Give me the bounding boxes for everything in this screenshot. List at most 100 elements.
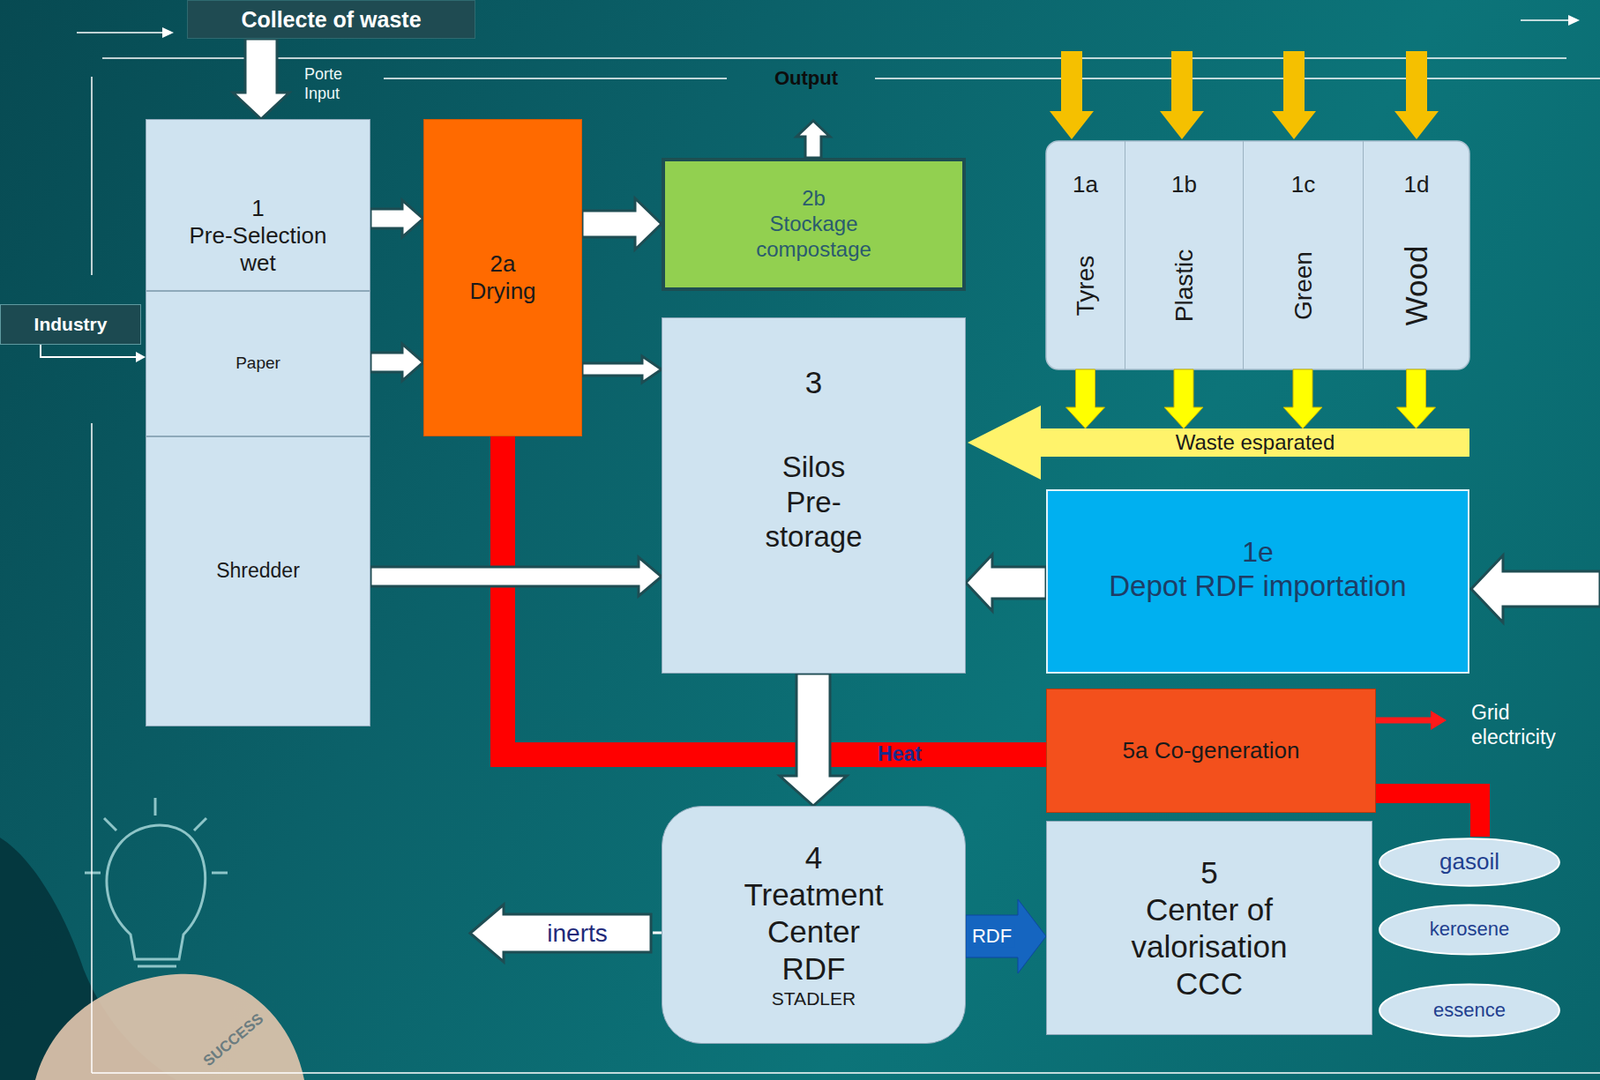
- node-text: 5: [1200, 854, 1218, 892]
- bulb-ray: [211, 872, 228, 875]
- node-text: Industry: [34, 313, 108, 336]
- node-text: inerts: [503, 914, 651, 953]
- frame-line: [91, 1072, 1600, 1075]
- edge-label: RDF: [969, 925, 1015, 949]
- connector-line: [40, 344, 138, 358]
- node-text: Shredder: [216, 559, 300, 584]
- output-line: [874, 77, 1600, 80]
- merge-arrow: Waste esparated: [967, 405, 1470, 480]
- node-text: STADLER: [771, 987, 856, 1010]
- flow-arrow: [370, 557, 662, 597]
- node-text: Silos Pre- storage: [758, 449, 869, 555]
- bulb-illustration: [84, 798, 228, 967]
- flow-arrow: [965, 554, 1047, 612]
- bulb-ray: [84, 872, 101, 875]
- treatment-box: 4Treatment Center RDFSTADLER: [661, 806, 966, 1045]
- fuel-pipe: [1375, 793, 1481, 838]
- connector-line: [652, 932, 662, 935]
- edge-label: Heat: [874, 742, 925, 768]
- node-text: Drying: [469, 277, 536, 306]
- input-arrow: [1271, 51, 1316, 140]
- input-label: Porte Input: [304, 65, 359, 104]
- node-text: 5a Co-generation: [1122, 737, 1301, 765]
- frame-line: [102, 57, 1567, 60]
- flow-arrow: [582, 198, 662, 250]
- title-bar: Collecte of waste: [186, 0, 476, 39]
- process-box: 5Center of valorisation CCC: [1046, 821, 1373, 1036]
- process-box: Paper: [145, 291, 371, 437]
- process-box: Shredder: [145, 436, 371, 727]
- frame-line: [90, 423, 93, 1074]
- product-ellipse: gasoil: [1377, 837, 1562, 889]
- flow-arrow: [232, 38, 290, 120]
- node-text: Collecte of waste: [240, 6, 421, 33]
- node-text: Waste esparated: [1040, 428, 1470, 457]
- arrow-head: [135, 351, 146, 363]
- output-arrow: [796, 120, 830, 158]
- source-box: Industry: [0, 304, 142, 345]
- feed-arrow: [1164, 369, 1204, 429]
- node-text: 1: [251, 194, 264, 223]
- pipe-line: [1375, 793, 1481, 838]
- waste-column: 1cGreen: [1242, 141, 1363, 370]
- feed-arrow: [1066, 369, 1106, 429]
- flow-arrow: [779, 673, 847, 807]
- arrow-head: [1430, 710, 1447, 731]
- import-arrow: [1471, 555, 1600, 623]
- bulb-ray: [154, 798, 158, 816]
- process-box: 2aDrying: [423, 119, 583, 437]
- output-line: [383, 77, 727, 80]
- node-text: 1d: [1363, 171, 1470, 199]
- node-text: kerosene: [1429, 918, 1511, 942]
- feed-arrow: [1397, 369, 1436, 429]
- electricity-arrow: [1375, 717, 1433, 725]
- hand-illustration: [35, 974, 305, 1080]
- flow-line: [1520, 19, 1571, 22]
- node-text: 1b: [1125, 171, 1243, 199]
- arrow-head: [1568, 14, 1580, 26]
- node-text: Pre-Selection wet: [179, 222, 338, 277]
- flow-arrow: [582, 356, 662, 383]
- node-text: 2a: [490, 250, 516, 278]
- waste-column: 1aTyres: [1046, 141, 1125, 370]
- waste-column: 1bPlastic: [1124, 141, 1243, 370]
- node-text: 4: [805, 839, 823, 877]
- input-arrow: [1159, 51, 1204, 140]
- flow-line: [40, 344, 146, 363]
- arrow-head: [162, 27, 174, 38]
- product-ellipse: kerosene: [1377, 903, 1562, 958]
- node-text: gasoil: [1439, 848, 1500, 876]
- output-label: Output: [762, 67, 851, 90]
- node-text: Treatment Center RDF: [738, 876, 890, 988]
- flow-line: [652, 933, 662, 935]
- depot-box: 1eDepot RDF importation: [1046, 489, 1470, 674]
- storage-box: 3Silos Pre- storage: [661, 317, 966, 674]
- flow-arrow: [370, 200, 424, 238]
- node-text: Paper: [235, 353, 281, 374]
- product-ellipse: essence: [1377, 982, 1562, 1040]
- node-text: essence: [1433, 999, 1506, 1023]
- grid-label: Grid electricity: [1471, 701, 1591, 750]
- node-text: Green: [1288, 251, 1319, 321]
- node-text: Depot RDF importation: [1108, 568, 1406, 605]
- node-text: 2b: [801, 186, 826, 212]
- bulb-ray: [194, 818, 207, 831]
- process-box: 1Pre-Selection wet: [145, 119, 371, 292]
- flow-arrow: [370, 343, 424, 382]
- ellipse-shape: [1379, 985, 1560, 1038]
- input-arrow: [1394, 51, 1439, 140]
- arrow-shape: [967, 405, 1470, 480]
- node-text: 3: [805, 364, 823, 402]
- process-box: 5a Co-generation: [1046, 688, 1376, 814]
- bulb-outline: [106, 825, 206, 960]
- process-box: 2bStockage compostage: [661, 157, 966, 292]
- arrow-shape: [470, 904, 651, 963]
- rdf-arrow: [965, 899, 1047, 974]
- ellipse-shape: [1379, 838, 1560, 886]
- input-arrow: [1049, 51, 1094, 140]
- node-text: Stockage compostage: [747, 211, 881, 263]
- group-box: [1046, 141, 1470, 370]
- node-text: 1e: [1241, 535, 1274, 569]
- node-text: 1a: [1046, 171, 1125, 199]
